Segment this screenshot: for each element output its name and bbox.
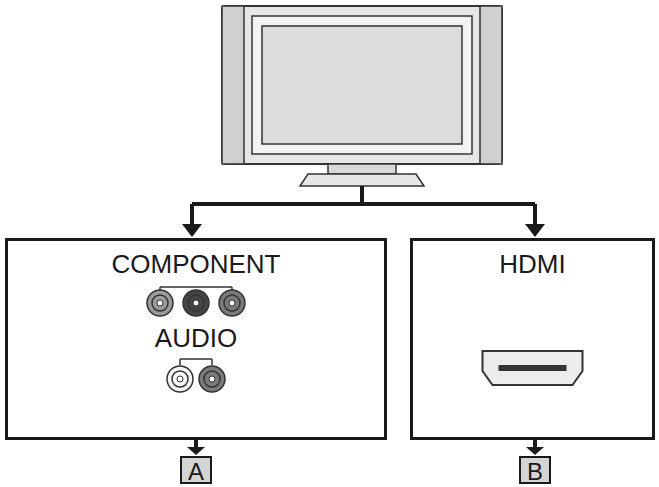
connector-panel: COMPONENT AUDIO [5,238,387,440]
output-letter: B [521,459,549,485]
hdmi-port [483,351,583,385]
port-label: COMPONENT [8,249,384,279]
jack-ring [152,295,168,311]
tv-speaker [480,6,502,164]
jack-ring [172,371,188,387]
branch-line [192,186,535,226]
jack [147,290,173,316]
group-bracket [180,359,212,365]
connector-arrow [526,440,544,455]
arrow-head [525,224,545,237]
tv-frame [222,6,502,164]
jack-ring [188,295,204,311]
jack-pin [229,300,235,306]
jack-ring [224,295,240,311]
output-label-box: B [519,456,551,484]
output-label-box: A [180,456,212,484]
tv-screen [262,26,462,144]
jack [167,366,193,392]
tv-neck [328,164,396,174]
connector-arrow [187,440,205,455]
jack-pin [193,300,199,306]
port-label: HDMI [413,249,652,279]
jack-ring [204,371,220,387]
connector-panel: HDMI [410,238,655,440]
port-label: AUDIO [8,323,384,353]
jack [199,366,225,392]
arrow-head [182,224,202,237]
jack-pin [157,300,163,306]
hdmi-contacts [499,365,567,371]
tv-speaker [222,6,244,164]
tv-bezel [252,16,472,154]
jack-pin [177,376,183,382]
output-letter: A [182,459,210,485]
jack [183,290,209,316]
jack-pin [209,376,215,382]
jack [219,290,245,316]
tv-stand [300,174,424,186]
